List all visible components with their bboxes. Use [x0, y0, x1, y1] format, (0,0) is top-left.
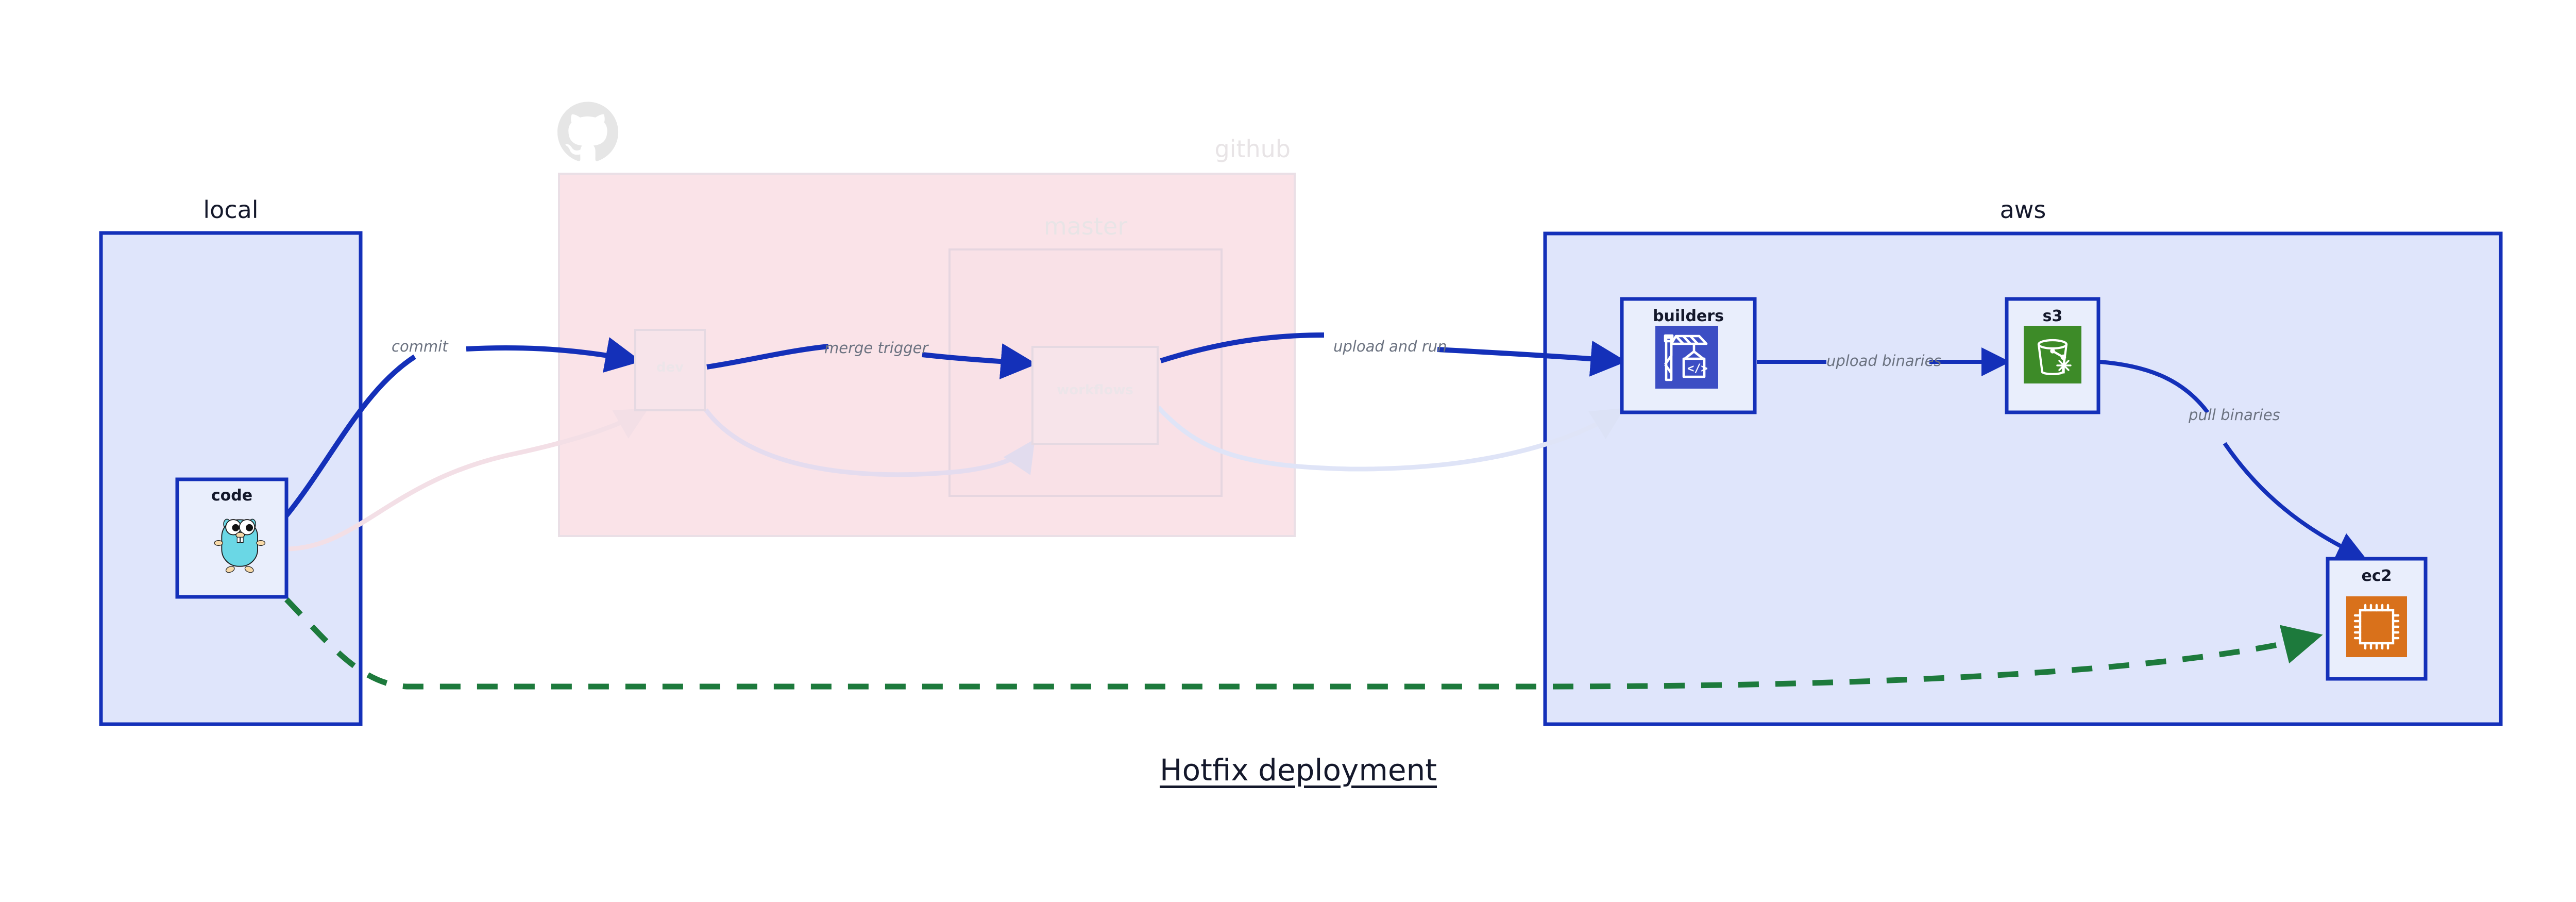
node-label-s3: s3 [2042, 307, 2063, 325]
edge-faded-dev-to-workflows [704, 408, 1035, 477]
edge-label-pull-binaries: pull binaries [2189, 406, 2280, 424]
node-label-builders: builders [1653, 307, 1724, 325]
edge-commit [280, 354, 416, 523]
edge-upload-and-run-tail [1437, 340, 1627, 377]
node-label-code: code [211, 487, 253, 505]
edge-merge-trigger-tail [922, 343, 1037, 379]
node-dev-box[interactable] [634, 329, 706, 411]
edge-upload-and-run-head [1160, 332, 1325, 363]
aws-s3-glacier-icon [2024, 326, 2081, 383]
edge-commit-tail [466, 337, 642, 373]
group-title-aws: aws [1999, 196, 2046, 224]
edge-label-upload-binaries: upload binaries [1826, 352, 1942, 370]
edge-faded-code-to-dev [288, 408, 649, 552]
edge-hotfix-dashed [284, 597, 2323, 690]
edge-label-upload-and-run: upload and run [1333, 338, 1447, 355]
aws-ec2-icon [2346, 596, 2407, 657]
group-title-github: github [1214, 135, 1291, 163]
edge-label-merge-trigger: merge trigger [824, 339, 928, 357]
node-label-workflows: workflows [1057, 382, 1133, 398]
group-title-local: local [203, 196, 259, 224]
diagram-title: Hotfix deployment [1159, 753, 1437, 788]
edge-faded-workflows-to-builders [1156, 405, 1625, 472]
group-title-master: master [1043, 212, 1128, 240]
edge-pull-binaries-head [2099, 360, 2210, 414]
aws-codebuild-icon: </> [1655, 326, 1718, 389]
node-label-ec2: ec2 [2361, 567, 2392, 585]
edge-pull-binaries-tail [2223, 442, 2366, 560]
svg-text:</>: </> [1687, 362, 1708, 375]
golang-gopher-icon [214, 519, 266, 573]
github-octocat-logo [557, 102, 619, 161]
edge-merge-trigger-head [706, 344, 829, 370]
node-label-dev: dev [656, 360, 684, 375]
edge-label-commit: commit [392, 338, 448, 355]
node-workflows-box[interactable] [1031, 346, 1159, 445]
